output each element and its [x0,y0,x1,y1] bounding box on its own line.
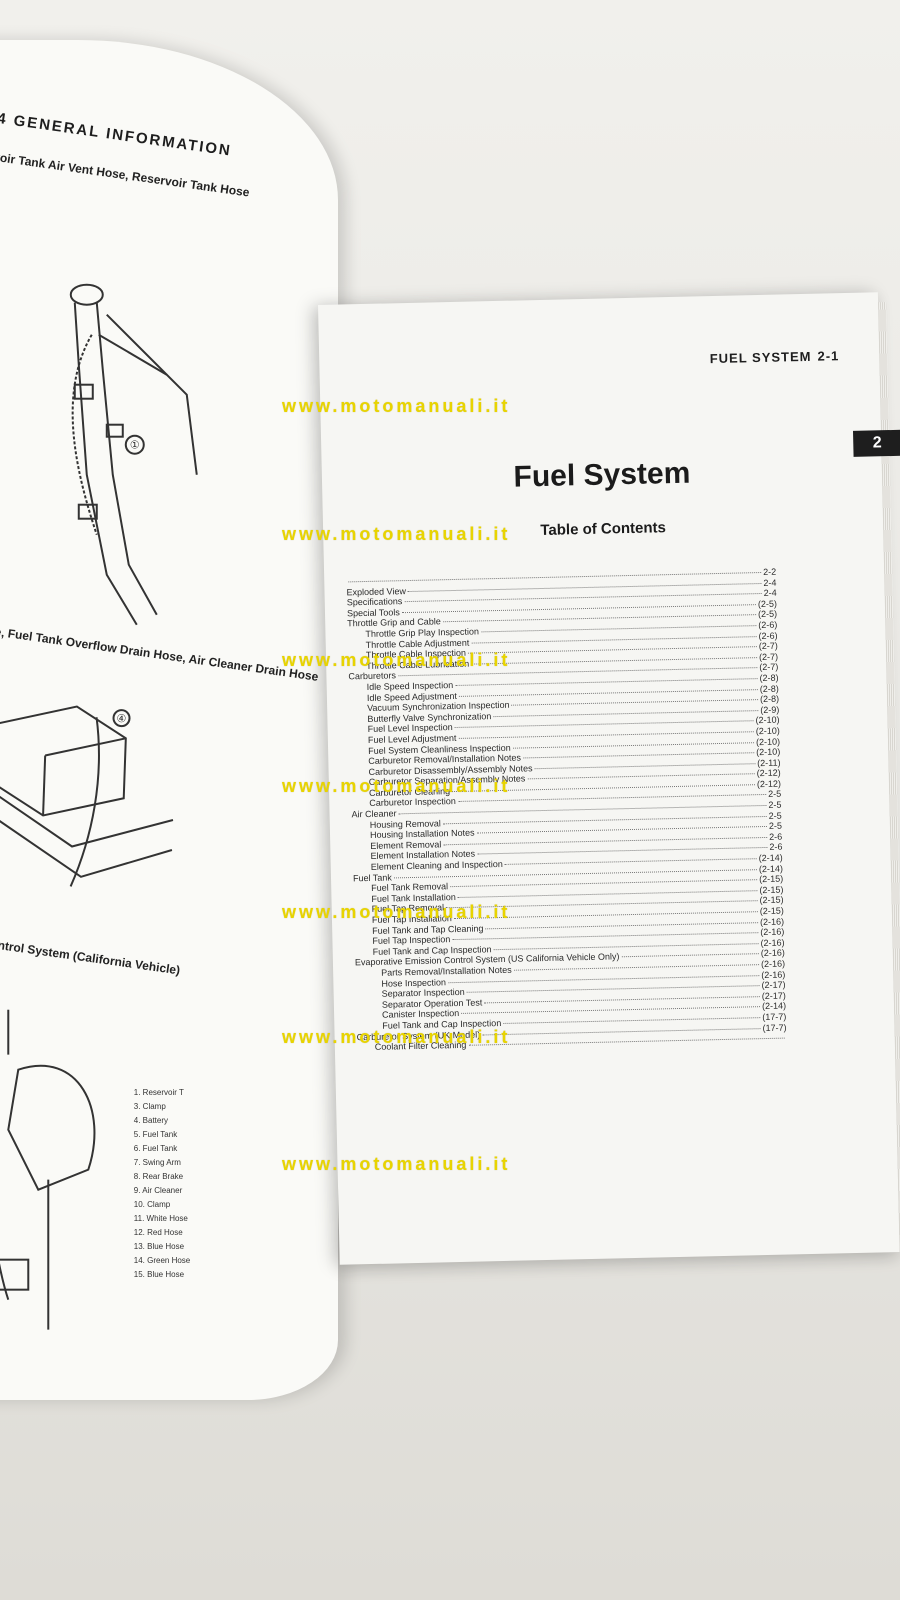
toc-entry-page: 2-2 [763,566,777,577]
callout-4: ④ [116,712,126,725]
toc-entry-page: (2-8) [759,693,780,705]
toc-entry-page: (2-16) [761,969,786,980]
toc-entry-page: 2-4 [763,577,777,588]
legend-item: 13. Blue Hose [133,1242,185,1252]
watermark: www.motomanuali.it [282,1027,511,1047]
toc-entry-label: Specifications [346,596,403,608]
toc-entry-page: 2-6 [769,842,783,853]
toc-entry-page: (2-10) [755,725,780,737]
toc-entry-page: (2-17) [761,990,786,1001]
toc-entry-page: (2-16) [760,947,785,959]
toc-entry-page: (2-16) [760,926,785,938]
toc-leader-dots [621,953,759,958]
toc-entry-page: (2-15) [759,905,784,917]
toc-entry-page: (2-10) [755,736,781,747]
watermark: www.motomanuali.it [282,396,511,416]
toc-entry-page: (2-11) [757,757,781,768]
toc-entry-page: (2-16) [760,937,785,948]
toc-leader-dots [522,752,755,759]
watermark: www.motomanuali.it [282,650,511,670]
legend-item: 10. Clamp [133,1200,171,1210]
watermark: www.motomanuali.it [282,524,511,544]
toc-entry-page: (2-10) [755,714,780,726]
toc-entry-page: (2-6) [758,630,778,641]
toc-entry-page: (2-5) [757,598,778,609]
toc-entry-page: 2-6 [769,831,783,842]
running-head: FUEL SYSTEM 2-1 [704,348,840,366]
toc-entry-page: (2-14) [758,852,783,864]
toc-entry-page: 2-5 [768,810,782,821]
toc-entry-page: (2-12) [756,778,782,790]
toc-entry-page: (2-8) [759,672,779,684]
toc-entry-page: (2-9) [760,704,780,715]
toc-entry-page: (2-7) [759,661,779,673]
toc-entry-page: 2-4 [763,587,777,599]
toc-entry-page: (2-16) [759,916,785,927]
toc-entry-page: 2-5 [768,799,782,810]
legend-item: 1. Reservoir T [133,1088,184,1098]
toc-entry-page: (2-8) [759,683,779,694]
watermark: www.motomanuali.it [282,776,511,796]
left-page: 4 GENERAL INFORMATION ervoir Tank Air Ve… [0,40,338,1400]
toc-entry-page: (2-5) [758,609,778,620]
running-head-page: 2-1 [817,348,840,364]
toc-entry-page: (2-15) [759,894,784,906]
toc-leader-dots [468,1037,785,1046]
toc-entry-page: (17-7) [762,1011,787,1023]
evaporative-system-illustration: ⑪ ⑫ ⑬ ⑭ ⑮ [0,1009,96,1330]
toc-entry-page: (2-14) [758,863,784,874]
page-title: Fuel System [513,456,691,494]
legend-item: 5. Fuel Tank [133,1130,178,1140]
legend-item: 3. Clamp [133,1102,166,1112]
legend-item: 9. Air Cleaner [133,1186,183,1196]
legend-item: 4. Battery [133,1116,169,1126]
running-head-title: FUEL SYSTEM [709,348,812,367]
toc-entry-page: (2-12) [756,767,781,779]
toc-entry-page: (2-10) [756,746,781,758]
toc-entry-label: Air Cleaner [351,808,397,820]
legend-item: 14. Green Hose [133,1256,191,1266]
watermark: www.motomanuali.it [282,1154,511,1174]
toc-entry-page: (2-7) [758,651,779,662]
legend-item: 6. Fuel Tank [133,1144,178,1154]
toc-entry-page: (2-16) [760,958,786,970]
callout-1: ① [130,439,140,452]
legend-item: 7. Swing Arm [133,1158,181,1168]
legend-item: 15. Blue Hose [133,1270,185,1280]
toc-entry-page: (2-14) [761,1000,787,1012]
toc-entry-label: Exploded View [346,585,406,598]
toc-entry-page: 2-5 [768,820,783,832]
toc-entry-label: Carburetor Inspection [369,796,456,809]
figure-caption: orative Emission Control System (Califor… [0,922,181,978]
legend-item: 12. Red Hose [133,1228,183,1238]
toc-entry-page: (2-15) [759,884,784,895]
toc-entry-page: (2-17) [761,979,786,991]
left-page-header: 4 GENERAL INFORMATION [0,109,233,160]
toc-entry-page: (2-6) [758,619,778,631]
battery-hose-illustration: ④ [0,705,174,887]
toc-entry-page: 2-5 [768,789,782,800]
toc-entry-label: Hose Inspection [381,976,447,989]
toc-leader-dots [534,762,756,769]
toc-entry-page: (2-15) [759,873,784,885]
figure-legend: 1. Reservoir T 3. Clamp 4. Battery 5. Fu… [134,1088,190,1284]
toc-entry-label: Carburetors [348,670,397,682]
frame-hose-illustration: ① [69,283,198,626]
toc-entry-page: (17-7) [762,1022,787,1033]
legend-item: 11. White Hose [133,1214,188,1224]
watermark: www.motomanuali.it [282,902,511,922]
toc-entry-label: Special Tools [346,607,400,619]
toc-entry-page: (2-7) [758,640,778,652]
legend-item: 8. Rear Brake [133,1172,184,1182]
callout-13: ⑬ [0,1010,12,1011]
toc-leader-dots [527,773,755,780]
toc-entry-label: Fuel Tank [352,872,392,883]
